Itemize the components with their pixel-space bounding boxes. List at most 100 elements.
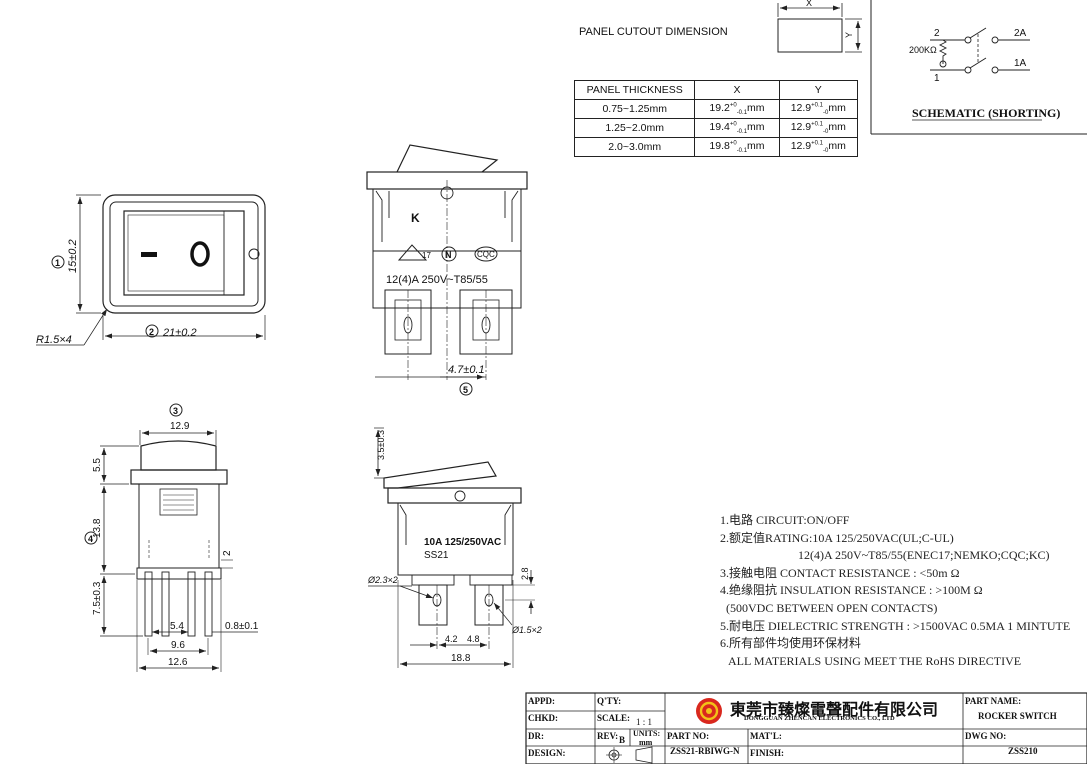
schematic-resistor-label: 200KΩ [909, 45, 937, 55]
schematic-pin2: 2 [934, 28, 940, 39]
row-x: 19.4+0-0.1mm [694, 118, 780, 138]
hole-large-dim: Ø1.5×2 [511, 625, 542, 635]
side-flange [130, 469, 228, 485]
balloon-3: 3 [173, 406, 178, 416]
panel-thickness-table: PANEL THICKNESS X Y 0.75~1.25mm 19.2+0-0… [573, 80, 859, 157]
row-thickness: 1.25~2.0mm [573, 118, 696, 138]
schematic-section: 2 1 2A 1A 200KΩ SCHEMATIC (SHORTING) [870, 0, 1087, 135]
side-rocker-right [383, 461, 497, 489]
cutout-title: PANEL CUTOUT DIMENSION [579, 26, 728, 38]
scale-value: 1 : 1 [636, 717, 653, 727]
side-view-left: 3 12.9 5.5 13.8 7.5±0.3 4 2 [84, 403, 259, 672]
units-label: UNITS: [633, 729, 661, 738]
dim-2-8: 2.8 [520, 567, 530, 580]
header-thickness: PANEL THICKNESS [573, 80, 696, 100]
company-name-en: DONGGUAN ZHENCAN ELECTRONICS CO., LTD [744, 715, 895, 722]
note-line: (500VDC BETWEEN OPEN CONTACTS) [726, 600, 938, 615]
title-block: APPD: CHKD: DR: DESIGN: Q'TY: SCALE: 1 :… [526, 693, 1087, 764]
qty-label: Q'TY: [597, 696, 622, 706]
balloon-1: 1 [55, 258, 60, 268]
rocker-frame [123, 210, 245, 296]
cert-n: N [445, 250, 452, 260]
part-name-value: ROCKER SWITCH [978, 711, 1057, 721]
dim-5-5: 5.5 [92, 458, 103, 472]
cert-cqc: CQC [477, 250, 495, 259]
row-thickness: 0.75~1.25mm [573, 99, 696, 119]
cert-17: 17 [422, 251, 431, 260]
pitch-dim: 4.7±0.1 [448, 364, 485, 376]
dim-12-9: 12.9 [170, 421, 190, 432]
height-dim: 15±0.2 [67, 239, 79, 273]
balloon-5: 5 [463, 385, 468, 395]
note-line: 1.电路 CIRCUIT:ON/OFF [720, 513, 850, 527]
dim-12-6: 12.6 [168, 657, 188, 668]
off-mark-icon [141, 252, 157, 257]
front-bezel-inner [109, 201, 259, 307]
resistor-symbol [938, 39, 948, 64]
dwg-no-label: DWG NO: [965, 731, 1007, 741]
table-row: 0.75~1.25mm 19.2+0-0.1mm 12.9+0.1-0mm [573, 99, 859, 119]
table-row: 2.0~3.0mm 19.8+0-0.1mm 12.9+0.1-0mm [573, 137, 859, 157]
schematic-title: SCHEMATIC (SHORTING) [912, 106, 1060, 120]
company-logo [696, 698, 722, 724]
specification-notes: 1.电路 CIRCUIT:ON/OFF 2.额定值RATING:10A 125/… [720, 512, 1070, 670]
row-y: 12.9+0.1-0mm [778, 137, 859, 157]
title-block-grid [525, 692, 1087, 764]
mount-hole [248, 248, 260, 260]
company-name-cn: 東莞市臻燦電聲配件有限公司 [730, 700, 939, 719]
dim-4-2: 4.2 [445, 634, 458, 644]
header-x: X [694, 80, 780, 100]
finish-label: FINISH: [750, 748, 785, 758]
note-line: 4.绝缘阻抗 INSULATION RESISTANCE : >100M Ω [720, 583, 983, 598]
dr-label: DR: [528, 731, 544, 741]
dim-5-4: 5.4 [170, 621, 184, 632]
units-value: mm [639, 738, 653, 747]
note-line: 12(4)A 250V~T85/55(ENEC17;NEMKO;CQC;KC) [798, 548, 1050, 563]
cutout-y-label: Y [844, 32, 854, 38]
side-body [138, 483, 220, 569]
header-y: Y [778, 80, 859, 100]
side-body-right [397, 502, 514, 576]
schematic-pin1a: 1A [1014, 58, 1027, 69]
top-rating-text: 12(4)A 250V~T85/55 [386, 274, 488, 286]
table-header-row: PANEL THICKNESS X Y [573, 80, 859, 100]
row-thickness: 2.0~3.0mm [573, 137, 696, 157]
dim-18-8: 18.8 [451, 653, 471, 664]
side-view-right: 3.5±0.3 10A 125/250VAC SS21 Ø2.3×2 Ø1.5×… [367, 427, 542, 668]
table-row: 1.25~2.0mm 19.4+0-0.1mm 12.9+0.1-0mm [573, 118, 859, 138]
side-rocker [140, 440, 217, 471]
row-y: 12.9+0.1-0mm [778, 118, 859, 138]
note-line: 5.耐电压 DIELECTRIC STRENGTH : >1500VAC 0.5… [720, 618, 1071, 633]
radius-dim: R1.5×4 [36, 334, 72, 346]
note-line: ALL MATERIALS USING MEET THE RoHS DIRECT… [728, 653, 1022, 668]
dim-2: 2 [222, 550, 233, 556]
dim-4-8: 4.8 [467, 634, 480, 644]
rev-value: B [619, 735, 626, 745]
balloon-2: 2 [149, 327, 154, 337]
front-bezel-outer [102, 194, 266, 314]
width-dim: 21±0.2 [162, 327, 197, 339]
note-line: 6.所有部件均使用环保材料 [720, 636, 862, 651]
appd-label: APPD: [528, 696, 555, 706]
k-mark-icon: K [411, 211, 420, 225]
scale-label: SCALE: [597, 713, 631, 723]
design-label: DESIGN: [528, 748, 566, 758]
cutout-rectangle [777, 18, 843, 53]
row-x: 19.2+0-0.1mm [694, 99, 780, 119]
note-line: 3.接触电阻 CONTACT RESISTANCE : <50m Ω [720, 565, 960, 580]
side-rating-label: 10A 125/250VAC [424, 537, 501, 548]
schematic-pin1: 1 [934, 73, 940, 84]
dim-13-8: 13.8 [92, 518, 103, 538]
dim-3-5: 3.5±0.3 [376, 430, 386, 460]
row-x: 19.8+0-0.1mm [694, 137, 780, 157]
hole-small-dim: Ø2.3×2 [367, 575, 398, 585]
dwg-no-value: ZSS210 [1008, 746, 1038, 756]
rocker-top [396, 144, 499, 173]
note-line: 2.额定值RATING:10A 125/250VAC(UL;C-UL) [720, 530, 954, 545]
dim-0-8: 0.8±0.1 [225, 621, 259, 632]
balloon-4: 4 [88, 534, 93, 544]
part-no-label: PART NO: [667, 731, 710, 741]
rev-label: REV: [597, 731, 619, 741]
side-flange-right [387, 487, 522, 504]
front-view: 15±0.2 1 2 21±0.2 R1.5×4 [36, 194, 266, 346]
